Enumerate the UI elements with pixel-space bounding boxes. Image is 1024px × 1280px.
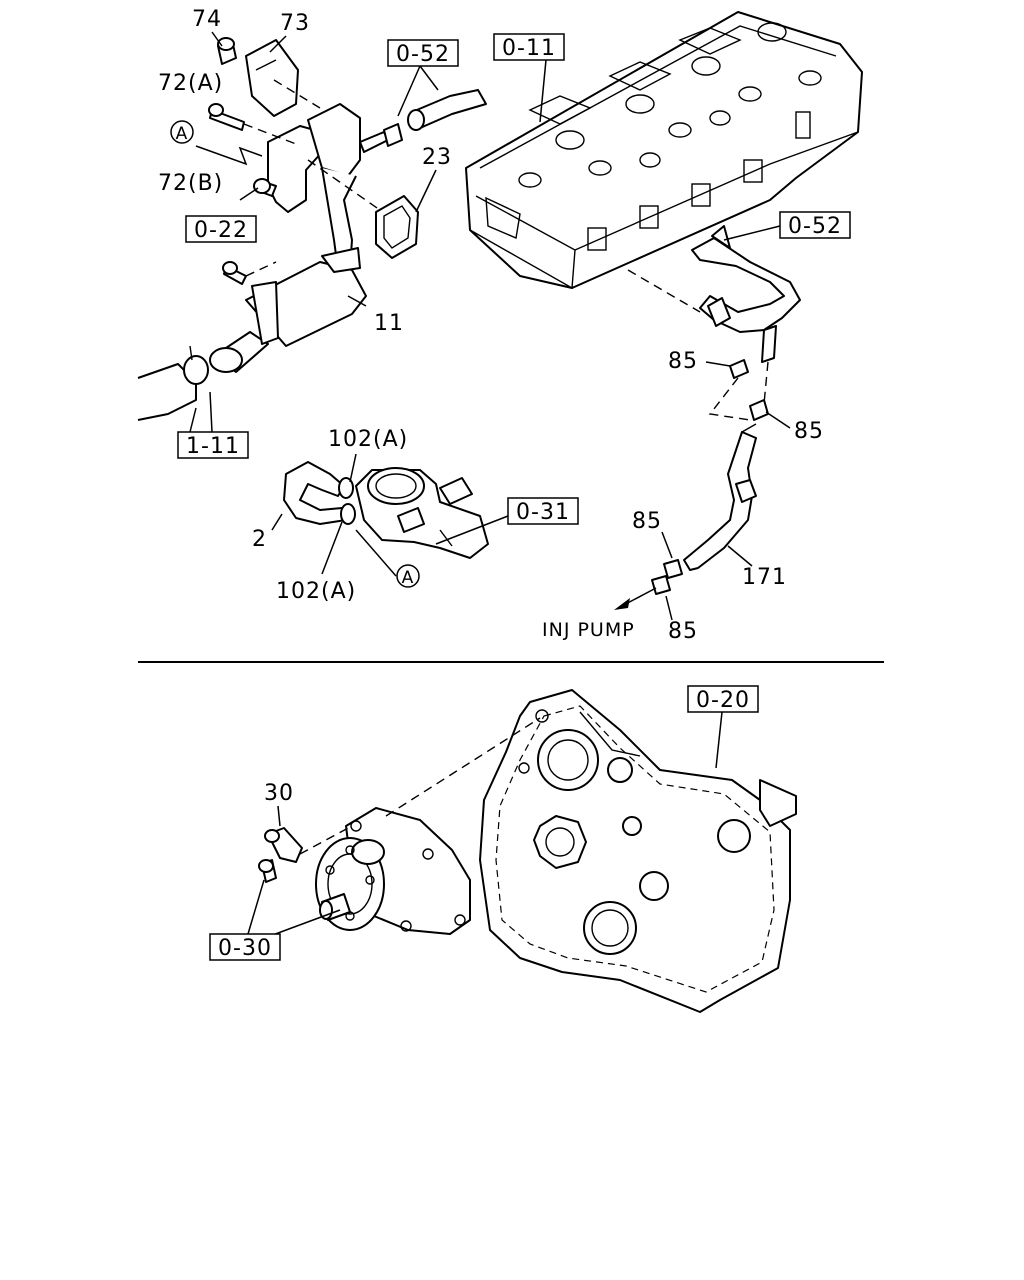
svg-text:0-30: 0-30 bbox=[218, 936, 272, 961]
part-label-102a-bottom: 102(A) bbox=[276, 579, 356, 604]
inj-pump-arrow bbox=[614, 587, 657, 610]
svg-text:0-52: 0-52 bbox=[788, 214, 842, 239]
part-label-30: 30 bbox=[264, 781, 294, 806]
bracket-73 bbox=[217, 37, 299, 117]
bypass-pipe bbox=[627, 225, 801, 405]
part-label-72a: 72(A) bbox=[158, 71, 223, 96]
part-label-171: 171 bbox=[742, 565, 787, 590]
part-label-85a: 85 bbox=[668, 349, 698, 374]
thermostat-housing bbox=[355, 467, 489, 559]
upper-hose bbox=[407, 89, 487, 131]
water-outlet-pipe bbox=[209, 103, 403, 373]
part-label-2: 2 bbox=[252, 527, 267, 552]
part-label-74: 74 bbox=[192, 7, 222, 32]
svg-text:0-22: 0-22 bbox=[194, 218, 248, 243]
part-label-102a-top: 102(A) bbox=[328, 427, 408, 452]
svg-text:A: A bbox=[176, 124, 189, 144]
callout-a-bottom: A bbox=[396, 564, 420, 588]
part-label-72b: 72(B) bbox=[158, 171, 223, 196]
svg-text:0-11: 0-11 bbox=[502, 36, 556, 61]
svg-text:0-31: 0-31 bbox=[516, 500, 570, 525]
hose-2 bbox=[283, 461, 356, 525]
part-label-85c: 85 bbox=[632, 509, 662, 534]
water-pump bbox=[247, 717, 541, 937]
ref-box-111: 1-11 bbox=[177, 431, 249, 459]
gear-case bbox=[479, 689, 797, 1013]
leaders-thermostat bbox=[271, 453, 509, 577]
hose-171 bbox=[683, 423, 757, 571]
part-label-85b: 85 bbox=[794, 419, 824, 444]
leaders-top bbox=[189, 31, 791, 621]
ref-box-020: 0-20 bbox=[687, 685, 759, 713]
gasket-23 bbox=[375, 195, 419, 259]
part-label-11: 11 bbox=[374, 311, 404, 336]
cylinder-head bbox=[465, 11, 863, 290]
svg-text:0-20: 0-20 bbox=[696, 688, 750, 713]
pipe-1-11 bbox=[137, 345, 209, 421]
bolts-72 bbox=[208, 103, 277, 285]
svg-text:0-52: 0-52 bbox=[396, 42, 450, 67]
ref-box-011: 0-11 bbox=[493, 33, 565, 61]
assembly-lines-top bbox=[195, 79, 381, 277]
ref-box-030: 0-30 bbox=[209, 933, 281, 961]
ref-box-031: 0-31 bbox=[507, 497, 579, 525]
callout-a-top: A bbox=[170, 120, 194, 144]
svg-text:A: A bbox=[402, 568, 415, 588]
part-label-23: 23 bbox=[422, 145, 452, 170]
ref-box-022: 0-22 bbox=[185, 215, 257, 243]
part-label-85d: 85 bbox=[668, 619, 698, 644]
ref-box-052-top: 0-52 bbox=[387, 39, 459, 67]
inj-pump-label: INJ PUMP bbox=[542, 619, 635, 641]
ref-box-052-right: 0-52 bbox=[779, 211, 851, 239]
part-label-73: 73 bbox=[280, 11, 310, 36]
svg-text:1-11: 1-11 bbox=[186, 434, 240, 459]
